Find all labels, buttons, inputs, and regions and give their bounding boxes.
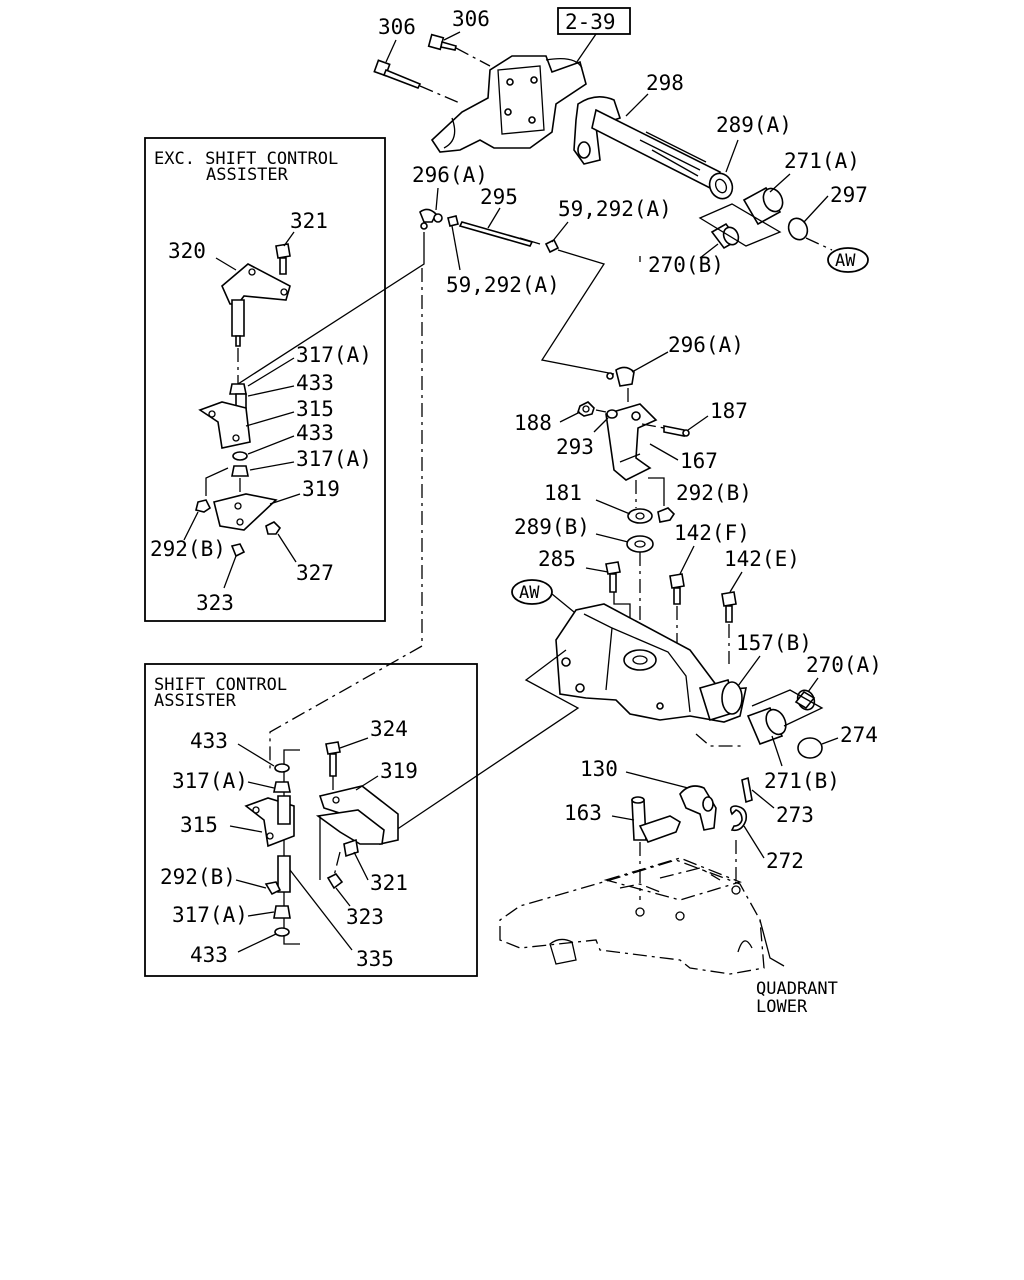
- transmission-housing: [430, 55, 587, 153]
- rod-295: [419, 208, 560, 254]
- bushing-271b: [746, 706, 787, 746]
- reference-box: 2-39: [557, 7, 631, 73]
- lever-130: [679, 785, 717, 831]
- bolt-285: [605, 561, 631, 620]
- label-142f: 142(F): [674, 521, 750, 545]
- snap-ring-272: [729, 805, 748, 832]
- washer-181: [627, 508, 653, 524]
- aw-badge-top: AW: [827, 247, 869, 273]
- bolt-306: [373, 59, 463, 105]
- label-298: 298: [646, 71, 684, 95]
- inset-shift-control-assister: SHIFT CONTROL ASSISTER 324 433 319 317(A…: [144, 663, 478, 977]
- pin-273: [741, 776, 753, 804]
- label-296a-mid: 296(A): [668, 333, 744, 357]
- label-sca-433-1: 433: [190, 729, 228, 753]
- label-exc-292b: 292(B): [150, 537, 226, 561]
- label-exc-320: 320: [168, 239, 206, 263]
- label-exc-317a-1: 317(A): [296, 343, 372, 367]
- label-142e: 142(E): [724, 547, 800, 571]
- label-sca-317a-2: 317(A): [172, 903, 248, 927]
- bushing-270a: [794, 689, 816, 711]
- inset-exc-shift-control-assister: EXC. SHIFT CONTROL ASSISTER 321 320 317(…: [144, 137, 386, 622]
- label-59-292a-right: 59,292(A): [558, 197, 672, 221]
- label-181: 181: [544, 481, 582, 505]
- label-295: 295: [480, 185, 518, 209]
- label-167: 167: [680, 449, 718, 473]
- label-exc-321: 321: [290, 209, 328, 233]
- label-exc-317a-2: 317(A): [296, 447, 372, 471]
- label-exc-327: 327: [296, 561, 334, 585]
- bolt-306-b: [427, 33, 491, 67]
- seal-289b: [626, 535, 654, 553]
- label-296a-top: 296(A): [412, 163, 488, 187]
- label-289b: 289(B): [514, 515, 590, 539]
- label-187: 187: [710, 399, 748, 423]
- pin-187: [641, 423, 690, 437]
- label-exc-433-1: 433: [296, 371, 334, 395]
- lever-167: [605, 403, 658, 481]
- label-exc-315: 315: [296, 397, 334, 421]
- inset-sca-title-line2: ASSISTER: [154, 691, 237, 711]
- inset-exc-title-line1: EXC. SHIFT CONTROL: [154, 149, 338, 169]
- label-306-b: 306: [452, 7, 490, 31]
- washer-293: [595, 409, 618, 419]
- nut-188: [577, 401, 595, 417]
- label-289a: 289(A): [716, 113, 792, 137]
- label-292b-main: 292(B): [676, 481, 752, 505]
- label-273: 273: [776, 803, 814, 827]
- label-297: 297: [830, 183, 868, 207]
- label-exc-319: 319: [302, 477, 340, 501]
- label-sca-315: 315: [180, 813, 218, 837]
- inset-sca-title-line1: SHIFT CONTROL: [154, 675, 287, 695]
- label-274: 274: [840, 723, 878, 747]
- bushing-271a: [742, 186, 784, 226]
- aw-badge-top-text: AW: [835, 251, 856, 271]
- label-188: 188: [514, 411, 552, 435]
- label-272: 272: [766, 849, 804, 873]
- label-163: 163: [564, 801, 602, 825]
- label-59-292a-left: 59,292(A): [446, 273, 560, 297]
- quadrant-lower: [499, 857, 785, 975]
- ring-297: [787, 217, 809, 241]
- inset-exc-title-line2: ASSISTER: [206, 165, 289, 185]
- label-sca-335: 335: [356, 947, 394, 971]
- label-157b: 157(B): [736, 631, 812, 655]
- label-exc-433-2: 433: [296, 421, 334, 445]
- label-130: 130: [580, 757, 618, 781]
- reference-box-label: 2-39: [565, 10, 616, 34]
- label-sca-319: 319: [380, 759, 418, 783]
- label-293: 293: [556, 435, 594, 459]
- aw-badge-mid: AW: [511, 579, 575, 613]
- ball-joint-296a: [606, 366, 635, 412]
- shaft-163: [631, 796, 681, 843]
- aw-badge-mid-text: AW: [519, 583, 540, 603]
- label-285: 285: [538, 547, 576, 571]
- shift-shaft-298: [573, 96, 721, 192]
- label-270a: 270(A): [806, 653, 882, 677]
- label-sca-324: 324: [370, 717, 408, 741]
- label-sca-321: 321: [370, 871, 408, 895]
- label-270b: 270(B): [648, 253, 724, 277]
- label-sca-323: 323: [346, 905, 384, 929]
- shifter-housing-157b: [555, 603, 748, 723]
- quadrant-label-line1: QUADRANT: [756, 979, 838, 999]
- seal-289a: [708, 172, 734, 200]
- bolt-142f: [669, 573, 685, 646]
- label-exc-323: 323: [196, 591, 234, 615]
- label-sca-433-2: 433: [190, 943, 228, 967]
- cap-274: [797, 737, 823, 759]
- label-271a: 271(A): [784, 149, 860, 173]
- label-sca-292b: 292(B): [160, 865, 236, 889]
- label-306-a: 306: [378, 15, 416, 39]
- label-271b: 271(B): [764, 769, 840, 793]
- main-labels: 306 306 298 289(A) 271(A) 297 270(B) 296…: [378, 7, 882, 1017]
- bolt-142e: [721, 591, 737, 664]
- label-sca-317a-1: 317(A): [172, 769, 248, 793]
- nut-292b: [657, 507, 676, 523]
- quadrant-label-line2: LOWER: [756, 997, 808, 1017]
